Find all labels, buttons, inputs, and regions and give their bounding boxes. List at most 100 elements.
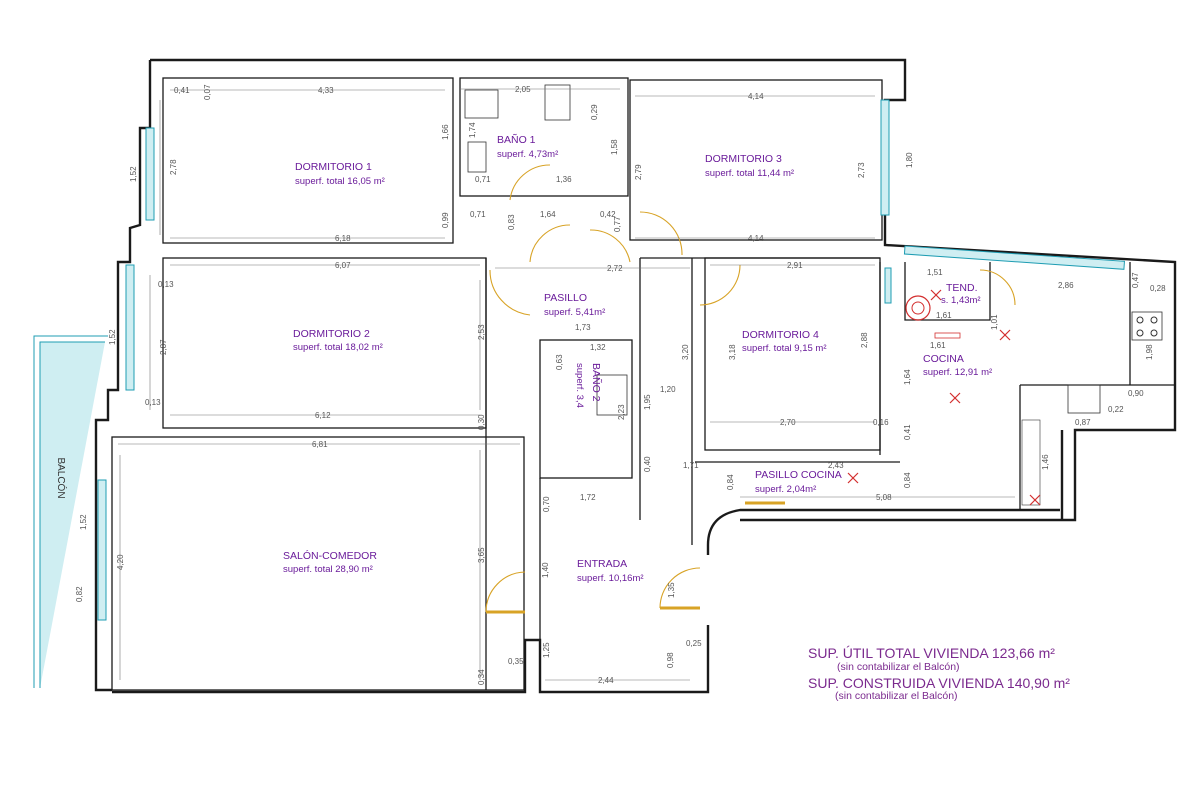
- room-area: superf. total 9,15 m²: [742, 343, 826, 354]
- room-entrada: ENTRADA superf. 10,16m²: [577, 558, 644, 584]
- dim-label: 2,73: [857, 162, 866, 178]
- fixtures: [464, 84, 1163, 506]
- dim-label: 0,42: [600, 210, 616, 219]
- room-pasillo-cocina: PASILLO COCINA superf. 2,04m²: [755, 469, 842, 495]
- dim-label: 0,63: [555, 354, 564, 370]
- dim-label: 1,58: [610, 139, 619, 155]
- room-area: superf. 12,91 m²: [923, 367, 992, 378]
- dim-label: 2,70: [780, 418, 796, 427]
- dim-label: 1,74: [468, 122, 477, 138]
- room-name: TEND.: [946, 282, 978, 294]
- dim-label: 2,05: [515, 85, 531, 94]
- exterior-walls: [94, 58, 1177, 694]
- dim-label: 2,87: [159, 339, 168, 355]
- dim-label: 2,91: [787, 261, 803, 270]
- dim-label: 1,20: [660, 385, 676, 394]
- balcony: BALCÓN: [33, 335, 108, 688]
- room-name: COCINA: [923, 353, 964, 365]
- dim-label: 0,41: [903, 424, 912, 440]
- room-cocina: COCINA superf. 12,91 m²: [923, 353, 992, 378]
- dim-label: 4,20: [116, 554, 125, 570]
- dim-label: 0,30: [477, 414, 486, 430]
- dim-label: 0,35: [508, 657, 524, 666]
- dim-label: 1,52: [129, 166, 138, 182]
- dim-label: 2,72: [607, 264, 623, 273]
- dim-label: 0,13: [145, 398, 161, 407]
- dim-label: 0,25: [686, 639, 702, 648]
- dim-label: 6,81: [312, 440, 328, 449]
- dim-label: 1,35: [667, 582, 676, 598]
- dim-label: 0,90: [1128, 389, 1144, 398]
- room-name: SALÓN-COMEDOR: [283, 549, 377, 562]
- dim-label: 1,64: [540, 210, 556, 219]
- dim-label: 0,77: [613, 216, 622, 232]
- dimension-lines: [118, 88, 1015, 681]
- room-name: BAÑO 1: [497, 133, 536, 146]
- room-area: superf. total 28,90 m²: [283, 564, 373, 575]
- built-area-total: SUP. CONSTRUIDA VIVIENDA 140,90 m²: [808, 675, 1070, 691]
- dim-label: 0,98: [666, 652, 675, 668]
- room-bano-2: BAÑO 2 superf. 3,4: [574, 363, 603, 408]
- dim-label: 1,52: [108, 329, 117, 345]
- dim-label: 1,52: [79, 514, 88, 530]
- dim-label: 1,80: [905, 152, 914, 168]
- dim-label: 2,78: [169, 159, 178, 175]
- dim-label: 1,36: [556, 175, 572, 184]
- dim-label: 1,32: [590, 343, 606, 352]
- dim-label: 4,33: [318, 86, 334, 95]
- room-dormitorio-2: DORMITORIO 2 superf. total 18,02 m²: [293, 328, 383, 353]
- dim-label: 5,08: [876, 493, 892, 502]
- room-area: superf. 5,41m²: [544, 307, 605, 318]
- dim-label: 2,88: [860, 332, 869, 348]
- dim-label: 0,40: [643, 456, 652, 472]
- dim-label: 4,14: [748, 92, 764, 101]
- dim-label: 1,66: [441, 124, 450, 140]
- room-area: superf. total 11,44 m²: [705, 168, 794, 179]
- useful-area-note: (sin contabilizar el Balcón): [837, 661, 960, 673]
- useful-area-total: SUP. ÚTIL TOTAL VIVIENDA 123,66 m²: [808, 645, 1055, 661]
- room-tendedero: TEND. s. 1,43m²: [941, 282, 981, 306]
- balcony-label: BALCÓN: [55, 457, 68, 498]
- dim-label: 0,16: [873, 418, 889, 427]
- room-name: DORMITORIO 4: [742, 329, 819, 341]
- dim-label: 0,71: [470, 210, 486, 219]
- room-name: DORMITORIO 2: [293, 328, 370, 340]
- dim-label: 1,73: [575, 323, 591, 332]
- dim-label: 1,51: [927, 268, 943, 277]
- room-pasillo: PASILLO superf. 5,41m²: [544, 292, 605, 318]
- dim-label: 0,83: [507, 214, 516, 230]
- room-dormitorio-1: DORMITORIO 1 superf. total 16,05 m²: [295, 161, 385, 187]
- dim-label: 2,86: [1058, 281, 1074, 290]
- dim-label: 1,01: [990, 314, 999, 330]
- room-name: PASILLO COCINA: [755, 469, 842, 481]
- dim-label: 1,25: [542, 642, 551, 658]
- room-area: s. 1,43m²: [941, 295, 981, 306]
- dim-label: 0,28: [1150, 284, 1166, 293]
- room-name: ENTRADA: [577, 558, 627, 570]
- dim-label: 0,70: [542, 496, 551, 512]
- dim-label: 0,07: [203, 84, 212, 100]
- dim-label: 0,84: [726, 474, 735, 490]
- dim-label: 6,07: [335, 261, 351, 270]
- dim-label: 0,22: [1108, 405, 1124, 414]
- room-dormitorio-4: DORMITORIO 4 superf. total 9,15 m²: [742, 329, 826, 354]
- room-area: superf. 4,73m²: [497, 149, 558, 160]
- room-area: superf. total 18,02 m²: [293, 342, 383, 353]
- dim-label: 0,84: [903, 472, 912, 488]
- interior-walls: [111, 77, 1175, 691]
- dim-label: 0,71: [475, 175, 491, 184]
- room-area: superf. 2,04m²: [755, 484, 816, 495]
- room-name: PASILLO: [544, 292, 587, 304]
- dim-label: 1,40: [541, 562, 550, 578]
- dim-label: 0,82: [75, 586, 84, 602]
- dim-label: 0,29: [590, 104, 599, 120]
- dim-label: 2,43: [828, 461, 844, 470]
- dim-label: 0,34: [477, 669, 486, 685]
- dim-label: 4,14: [748, 234, 764, 243]
- dim-label: 2,53: [477, 324, 486, 340]
- dim-label: 0,87: [1075, 418, 1091, 427]
- dim-label: 3,20: [681, 344, 690, 360]
- room-area: superf. 10,16m²: [577, 573, 644, 584]
- dim-label: 2,44: [598, 676, 614, 685]
